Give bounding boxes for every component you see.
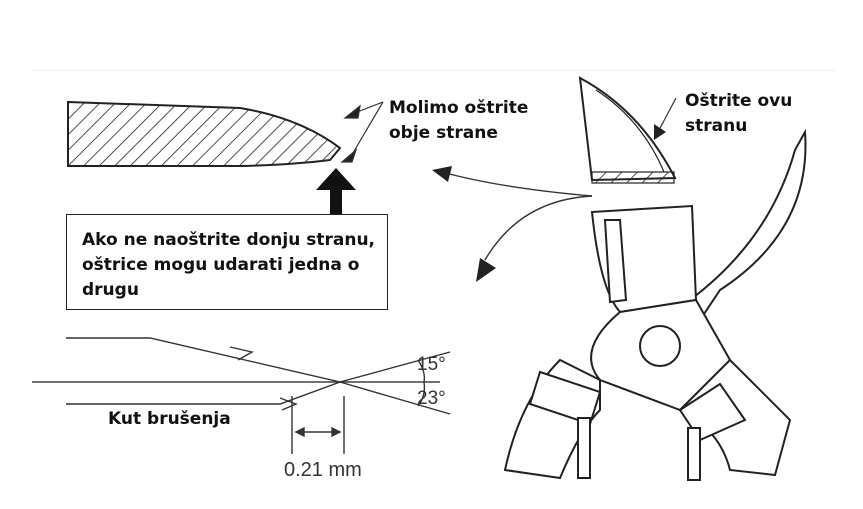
both-sides-pointers xyxy=(340,101,384,163)
warning-line-1: Ako ne naoštrite donju stranu, xyxy=(82,230,376,250)
grind-angle-label: Kut brušenja xyxy=(108,409,231,429)
angle-top-label: 15° xyxy=(417,354,446,375)
gap-dimension-label: 0.21 mm xyxy=(284,459,362,481)
blade-cross-section xyxy=(67,100,342,167)
sharpen-both-sides-line-1: Molimo oštrite xyxy=(389,98,529,118)
warning-line-3: drugu xyxy=(82,280,139,300)
grind-angle-profile xyxy=(32,337,451,454)
up-arrow-icon xyxy=(316,168,356,214)
curved-arrow-icon xyxy=(441,171,593,261)
angle-bottom-label: 23° xyxy=(417,388,446,409)
warning-line-2: oštrice mogu udarati jedna o xyxy=(82,255,360,275)
wire-cutter-illustration xyxy=(503,128,807,481)
warning-box xyxy=(66,214,388,310)
sharpen-this-side-line-2: stranu xyxy=(685,116,748,136)
sharpen-both-sides-line-2: obje strane xyxy=(389,123,498,143)
blade-detail xyxy=(578,76,677,184)
sharpen-this-side-line-1: Oštrite ovu xyxy=(685,91,793,111)
